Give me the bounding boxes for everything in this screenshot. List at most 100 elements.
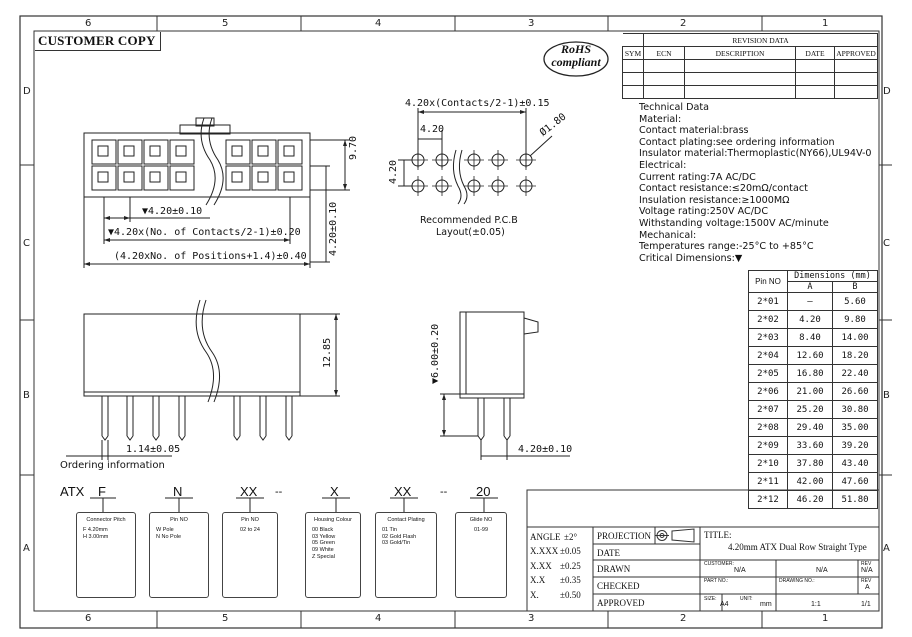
tolerance-value: ±0.35: [560, 575, 581, 586]
tolerance-value: ±2°: [564, 532, 578, 542]
ordering-info-label: Ordering information: [60, 460, 165, 471]
unit-label: UNIT:: [740, 596, 753, 602]
grid-row-label: D: [883, 86, 891, 97]
dimension-cell-pin: 2*02: [748, 310, 788, 329]
ordering-option-title: Housing Colour: [314, 517, 352, 523]
dimension-cell-b: 51.80: [831, 490, 879, 509]
ordering-option-line: 05 Green: [312, 540, 335, 547]
grid-row-label: A: [23, 543, 30, 554]
drawing-title: 4.20mm ATX Dual Row Straight Type: [728, 542, 867, 552]
dimension-cell-pin: 2*12: [748, 490, 788, 509]
ordering-option-line: 01 Tin: [382, 526, 397, 533]
dim-pcb-420: 4.20: [420, 124, 445, 135]
technical-data-line: Material:: [639, 113, 682, 125]
unit-value: mm: [760, 601, 772, 608]
ordering-option-title: Glide NO: [469, 517, 493, 523]
ordering-option-title: Connector Pitch: [86, 517, 126, 523]
grid-row-label: B: [23, 390, 30, 401]
technical-data-line: Current rating:7A AC/DC: [639, 171, 756, 183]
grid-col-label: 6: [85, 613, 92, 624]
tolerance-row: ANGLE±2°: [530, 530, 581, 544]
grid-col-label: 1: [822, 18, 829, 29]
grid-col-label: 3: [528, 18, 535, 29]
ordering-option-box: Glide NO 01-99: [455, 512, 507, 598]
customer-value: N/A: [734, 567, 746, 574]
side-view: [66, 299, 340, 460]
grid-row-label: B: [883, 390, 890, 401]
grid-col-label: 2: [680, 613, 687, 624]
scale-value: 1:1: [811, 601, 821, 608]
technical-data-line: Insulator material:Thermoplastic(NY66),U…: [639, 148, 872, 160]
drawing-no-label: DRAWING NO.:: [779, 578, 815, 584]
size-value: A4: [720, 601, 729, 608]
grid-row-label: A: [883, 543, 890, 554]
ordering-option-line: 03 Yellow: [312, 533, 336, 540]
order-code-sep: --: [440, 486, 448, 498]
grid-col-label: 1: [822, 613, 829, 624]
dim-contacts: ▼4.20x(No. of Contacts/2-1)±0.20: [108, 227, 301, 238]
ordering-leaders: [90, 497, 498, 512]
ordering-option-line: 02 Gold Flash: [382, 533, 417, 540]
ordering-option-title: Contact Plating: [387, 517, 425, 523]
checked-label: CHECKED: [597, 581, 640, 591]
order-code-atx: ATX: [60, 484, 85, 499]
tolerance-label: X.XXX: [530, 546, 559, 557]
ordering-option-line: Z Special: [312, 553, 335, 560]
technical-data-line: Temperatures range:-25°C to +85°C: [639, 241, 814, 253]
ordering-option-line: 03 Gold/Tin: [382, 540, 411, 547]
date-label: DATE: [597, 548, 620, 558]
dimension-row: 2*01—5.60: [748, 292, 879, 311]
tolerance-row: X.XX±0.25: [530, 559, 581, 573]
grid-col-label: 5: [222, 613, 229, 624]
end-view: [440, 311, 570, 460]
technical-data-line: Contact material:brass: [639, 125, 749, 137]
grid-col-label: 5: [222, 18, 229, 29]
grid-col-label: 3: [528, 613, 535, 624]
title-label: TITLE:: [704, 530, 732, 540]
tolerance-value: ±0.50: [560, 589, 581, 600]
rev-value-2: A: [865, 584, 870, 591]
dimension-cell-b: 47.60: [831, 472, 879, 491]
tolerance-label: X.X: [530, 575, 546, 586]
dimension-cell-b: 14.00: [831, 328, 879, 347]
rev-label-2: REV: [861, 578, 872, 584]
technical-data-line: Insulation resistance:≥1000MΩ: [639, 194, 790, 206]
order-code-sep: --: [275, 486, 283, 498]
rohs-line-1: RoHS: [560, 42, 591, 56]
technical-data-line: Contact resistance:≤20mΩ/contact: [639, 183, 808, 195]
ordering-option-line: 00 Black: [312, 526, 334, 533]
technical-data-line: Mechanical:: [639, 229, 697, 241]
rohs-line-2: compliant: [551, 55, 601, 69]
pcb-caption-1: Recommended P.C.B: [420, 215, 518, 226]
dimension-cell-a: 46.20: [787, 490, 833, 509]
dim-side-420: 4.20±0.10: [518, 444, 573, 455]
pcb-caption-2: Layout(±0.05): [436, 227, 505, 238]
ordering-option-line: N No Pole: [156, 533, 182, 540]
ordering-option-line: 01-99: [473, 526, 489, 533]
grid-col-label: 2: [680, 18, 687, 29]
drawn-label: DRAWN: [597, 564, 631, 574]
technical-data-line: Withstanding voltage:1500V AC/minute: [639, 217, 829, 229]
dim-pin-114: 1.14±0.05: [126, 444, 181, 455]
technical-data-line: Critical Dimensions:▼: [639, 252, 743, 264]
tolerance-label: X.: [530, 589, 539, 600]
grid-col-label: 4: [375, 18, 382, 29]
size-label: SIZE:: [704, 596, 717, 602]
ordering-option-line: F 4.20mm: [83, 526, 108, 533]
order-code-pitch: F: [98, 484, 106, 499]
order-code-pins: XX: [240, 484, 258, 499]
